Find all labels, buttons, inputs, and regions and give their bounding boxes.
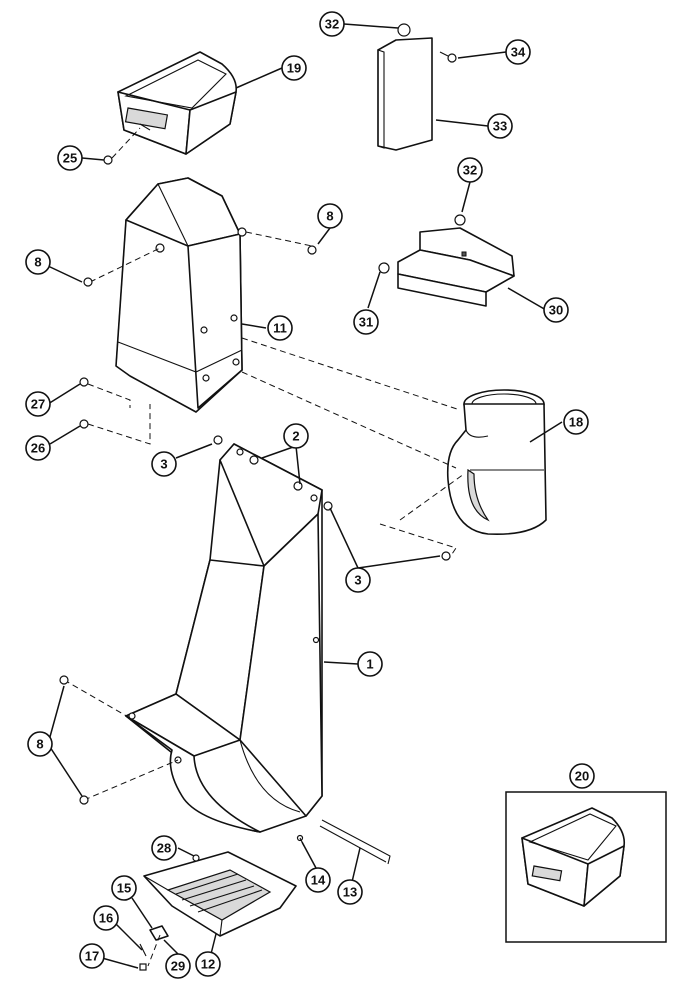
callout-3a: 3 xyxy=(151,451,177,477)
callout-11: 11 xyxy=(267,315,293,341)
callout-3b: 3 xyxy=(345,567,371,593)
part-11-duct xyxy=(115,177,247,413)
callout-33: 33 xyxy=(487,113,513,139)
svg-text:29: 29 xyxy=(171,959,185,974)
svg-text:8: 8 xyxy=(36,737,43,752)
svg-text:32: 32 xyxy=(325,17,339,32)
svg-text:15: 15 xyxy=(117,881,131,896)
assembly-lines xyxy=(63,231,465,967)
svg-text:19: 19 xyxy=(287,61,301,76)
svg-text:3: 3 xyxy=(160,457,167,472)
callout-19: 19 xyxy=(281,55,307,81)
part-33-panel xyxy=(377,23,457,151)
svg-text:17: 17 xyxy=(85,949,99,964)
callout-2: 2 xyxy=(283,423,309,449)
svg-text:25: 25 xyxy=(63,151,77,166)
callout-15: 15 xyxy=(111,875,137,901)
callout-13: 13 xyxy=(337,879,363,905)
svg-text:12: 12 xyxy=(201,957,215,972)
svg-text:27: 27 xyxy=(31,397,45,412)
part-12-grille xyxy=(143,851,297,937)
callout-25: 25 xyxy=(57,145,83,171)
callout-32b: 32 xyxy=(457,157,483,183)
leader-lines xyxy=(47,23,563,969)
callout-28: 28 xyxy=(151,835,177,861)
part-30-bracket xyxy=(378,214,515,307)
callout-31: 31 xyxy=(353,309,379,335)
svg-text:16: 16 xyxy=(99,911,113,926)
svg-text:31: 31 xyxy=(359,315,373,330)
svg-text:30: 30 xyxy=(549,303,563,318)
svg-text:33: 33 xyxy=(493,119,507,134)
part-18-elbow xyxy=(446,389,547,536)
callout-20: 20 xyxy=(569,763,595,789)
callout-8c: 8 xyxy=(27,731,53,757)
svg-text:18: 18 xyxy=(569,415,583,430)
callout-29: 29 xyxy=(165,953,191,979)
svg-text:20: 20 xyxy=(575,769,589,784)
callout-18: 18 xyxy=(563,409,589,435)
callout-12: 12 xyxy=(195,951,221,977)
svg-text:13: 13 xyxy=(343,885,357,900)
svg-text:14: 14 xyxy=(311,873,326,888)
callout-17: 17 xyxy=(79,943,105,969)
svg-text:8: 8 xyxy=(34,255,41,270)
callout-27: 27 xyxy=(25,391,51,417)
callout-34: 34 xyxy=(505,39,531,65)
svg-text:8: 8 xyxy=(326,209,333,224)
svg-text:2: 2 xyxy=(292,429,299,444)
svg-text:26: 26 xyxy=(31,441,45,456)
small-hardware xyxy=(139,819,391,971)
svg-text:1: 1 xyxy=(366,657,373,672)
svg-text:34: 34 xyxy=(511,45,526,60)
loose-hardware xyxy=(59,245,451,805)
part-20-inset xyxy=(505,791,667,943)
part-19-hopper xyxy=(117,51,238,155)
callout-30: 30 xyxy=(543,297,569,323)
callout-16: 16 xyxy=(93,905,119,931)
callout-8b: 8 xyxy=(25,249,51,275)
svg-text:11: 11 xyxy=(273,321,287,336)
svg-text:28: 28 xyxy=(157,841,171,856)
callout-14: 14 xyxy=(305,867,331,893)
callout-8a: 8 xyxy=(317,203,343,229)
svg-text:32: 32 xyxy=(463,163,477,178)
callout-32a: 32 xyxy=(319,11,345,37)
callout-26: 26 xyxy=(25,435,51,461)
callout-1: 1 xyxy=(357,651,383,677)
svg-text:3: 3 xyxy=(354,573,361,588)
part-1-main-duct xyxy=(125,443,323,833)
part-25-nut xyxy=(103,127,141,165)
